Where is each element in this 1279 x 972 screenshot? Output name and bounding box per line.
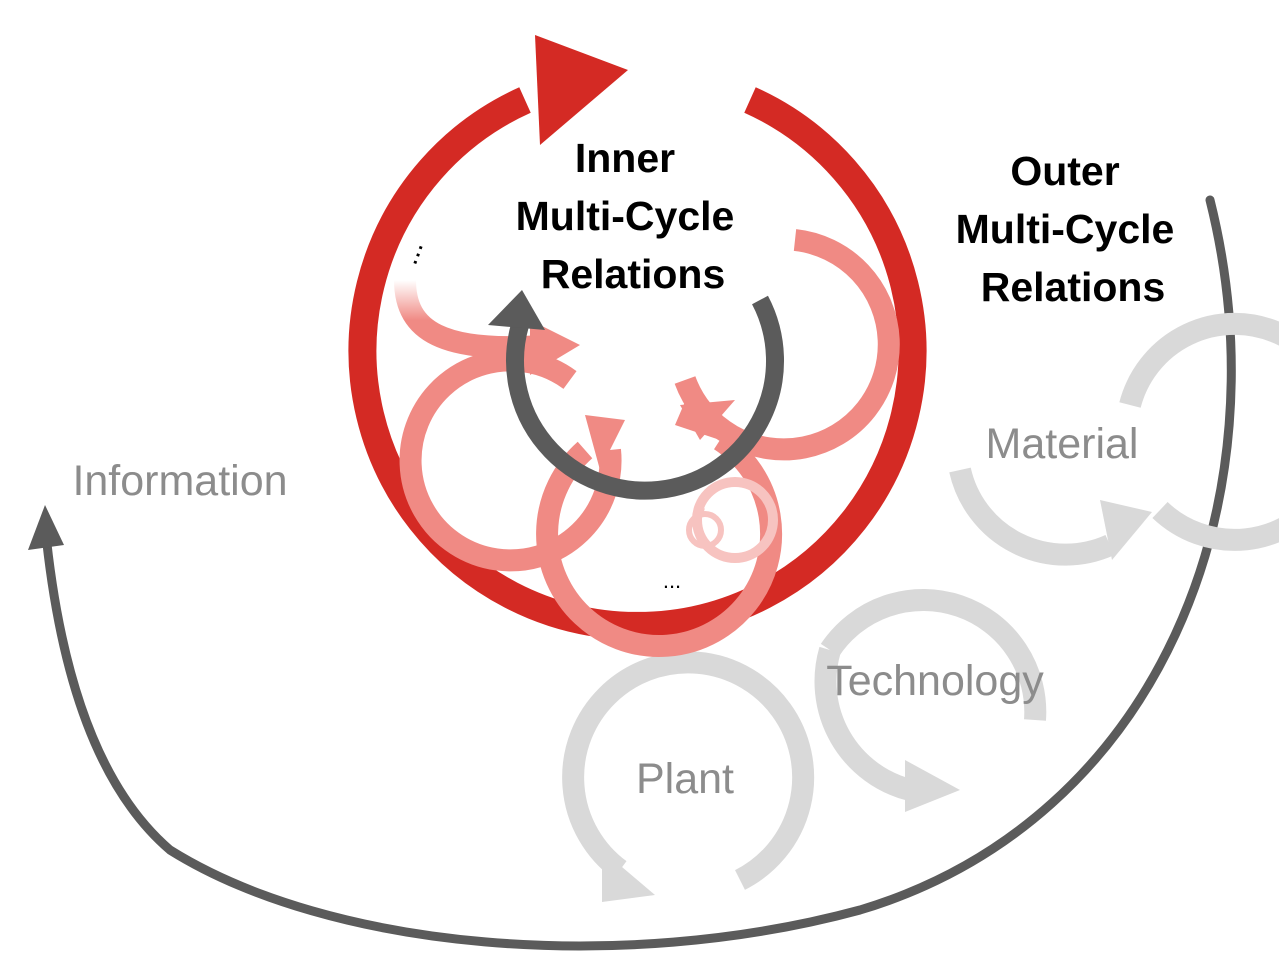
technology-cycle-lower-arc	[814, 646, 913, 801]
inner-label-line-2: Multi-Cycle	[516, 193, 735, 239]
technology-cycle	[814, 589, 1047, 812]
sub-cycles	[394, 229, 900, 657]
plant-label: Plant	[636, 755, 734, 803]
technology-cycle-arrowhead	[905, 760, 960, 812]
outer-arc-arrowhead	[28, 505, 64, 550]
central-cycle	[488, 290, 784, 500]
central-cycle-arrowhead	[488, 290, 545, 330]
plant-cycle-arrowhead	[602, 850, 655, 902]
information-label: Information	[72, 457, 287, 505]
central-cycle-arc	[506, 295, 784, 500]
outer-label-line-2: Multi-Cycle	[956, 206, 1175, 252]
material-cycle-arrowhead	[1100, 500, 1152, 560]
sub-cycle-right-arrowhead	[680, 400, 735, 440]
plant-cycle	[562, 651, 815, 902]
sub-cycle-tiny	[686, 511, 724, 549]
outer-arc	[28, 195, 1236, 951]
sub-cycle-tiny-arrowhead	[692, 508, 705, 525]
technology-label: Technology	[826, 657, 1044, 705]
material-cycle-lower-arc	[949, 467, 1115, 566]
ellipsis-bottom: ...	[663, 568, 681, 593]
material-cycle	[949, 312, 1279, 566]
outer-label-line-3: Relations	[981, 264, 1166, 310]
inner-label-line-3: Relations	[541, 251, 726, 297]
inner-label-line-1: Inner	[575, 135, 675, 181]
sub-cycle-left-arrowhead	[585, 415, 625, 470]
inner-cycle-ring	[348, 87, 927, 640]
material-label: Material	[986, 420, 1139, 468]
plant-cycle-arc	[562, 651, 815, 890]
outer-label-line-1: Outer	[1010, 148, 1119, 194]
inner-cycle	[348, 35, 927, 640]
sub-cycle-left	[399, 349, 622, 572]
technology-cycle-arc	[820, 589, 1047, 721]
ellipsis-top: ...	[392, 236, 429, 269]
inner-cycle-arrowhead	[535, 35, 628, 145]
sub-cycle-right	[674, 229, 900, 461]
outer-arc-stroke	[40, 195, 1236, 951]
material-cycle-arc	[1119, 312, 1279, 551]
